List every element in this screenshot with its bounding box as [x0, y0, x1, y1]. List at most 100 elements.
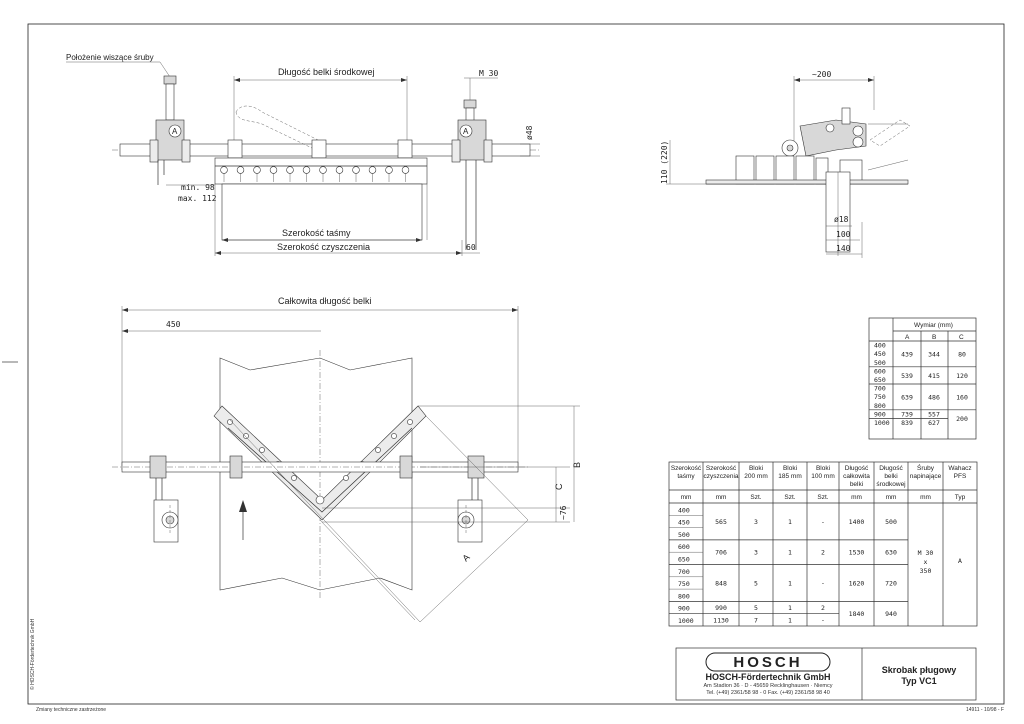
marker-a-right	[459, 124, 473, 138]
main-table-belt-width: 650	[678, 556, 690, 564]
side-view: ~200 110 (220) ø18 100	[660, 70, 911, 258]
approx200-label: ~200	[812, 70, 831, 79]
top-view: Położenie wiszące śruby A min. 98 max. 1…	[66, 53, 540, 256]
dim-table-width: 600	[874, 367, 886, 375]
dim-table-width: 650	[874, 376, 886, 384]
main-table-header: Długość	[845, 465, 869, 472]
main-table-b185: 1	[788, 579, 792, 587]
svg-text:A: A	[172, 127, 178, 136]
label-a: A	[460, 552, 471, 563]
main-table-cleaning: 565	[715, 518, 727, 526]
main-table-header: belki	[884, 473, 897, 480]
main-table-b185: 1	[788, 518, 792, 526]
plan-view: Całkowita długość belki 450	[112, 296, 582, 623]
dim76-label: ~76	[559, 505, 568, 520]
main-table-b100: -	[821, 579, 825, 587]
main-table-belt-width: 600	[678, 543, 690, 551]
dim-table-width: 1000	[874, 419, 890, 427]
main-table-unit: Typ	[955, 494, 966, 501]
dim-table-width: 750	[874, 393, 886, 401]
m30-label: M 30	[479, 69, 498, 78]
doc-number: 14911 - 10/98 - F	[966, 707, 1004, 713]
dim-table-width: 700	[874, 385, 886, 393]
main-table-header: 200 mm	[744, 473, 767, 480]
total-beam-length-label: Całkowita długość belki	[278, 296, 372, 306]
dim-table-header: Wymiar (mm)	[914, 322, 953, 329]
main-table-header: taśmy	[677, 473, 695, 480]
dim-table-b: 627	[928, 419, 940, 427]
main-table-screw: x	[924, 558, 928, 566]
main-table-unit: Szt.	[750, 494, 761, 501]
dim-table-c: 80	[958, 350, 966, 358]
title-block: HOSCH HOSCH-Fördertechnik GmbH Am Stadio…	[675, 647, 977, 701]
main-table-total: 1400	[849, 518, 865, 526]
main-table-belt-width: 450	[678, 519, 690, 527]
dim-table-width: 500	[874, 359, 886, 367]
hosch-logo	[705, 652, 831, 672]
blade-block	[236, 166, 245, 174]
min-label: min. 98	[181, 183, 215, 192]
main-table-b185: 1	[788, 616, 792, 624]
blade-bolt	[343, 475, 349, 481]
swing-arm-outline	[235, 105, 319, 151]
main-table-b100: 2	[821, 549, 825, 557]
dim-table-c: 200	[956, 415, 968, 423]
main-table-belt-width: 400	[678, 506, 690, 514]
company-name: HOSCH-Fördertechnik GmbH	[705, 672, 830, 682]
blade-blocks	[220, 166, 410, 182]
side-note: © HOSCH-Fördertechnik GmbH	[29, 618, 36, 690]
dim100-label: 100	[836, 230, 851, 239]
svg-text:A: A	[905, 334, 910, 341]
main-table-header: Długość	[879, 465, 903, 472]
main-table-b200: 7	[754, 616, 758, 624]
blade-block	[269, 166, 278, 174]
dim-table-a: 739	[901, 411, 913, 419]
dim-table-a: 439	[901, 350, 913, 358]
screw-position-label: Położenie wiszące śruby	[66, 53, 154, 62]
blade-bolt	[375, 447, 381, 453]
main-table-b200: 3	[754, 549, 758, 557]
blade-block	[286, 166, 294, 174]
main-table-belt-width: 800	[678, 592, 690, 600]
blade-bolt	[259, 447, 265, 453]
blade-block	[352, 166, 360, 174]
main-table-header: Szerokość	[671, 465, 702, 472]
main-table-b185: 1	[788, 549, 792, 557]
svg-text:A: A	[463, 127, 469, 136]
blade-bolt	[391, 433, 397, 439]
main-table-cleaning: 990	[715, 604, 727, 612]
main-table-screw: M 30	[918, 549, 934, 557]
main-table-cleaning: 1130	[713, 616, 729, 624]
dim60-label: 60	[466, 243, 476, 252]
blade-block	[385, 166, 393, 174]
main-table-header: Śruby	[917, 463, 935, 472]
main-table-belt-width: 500	[678, 531, 690, 539]
blade-bolt	[407, 419, 413, 425]
dim450-label: 450	[166, 320, 181, 329]
main-table-header: 185 mm	[778, 473, 801, 480]
dim-table-width: 900	[874, 410, 886, 418]
main-table-header: Wahacz	[948, 465, 971, 472]
dim-table-width: 800	[874, 402, 886, 410]
main-table-cleaning: 848	[715, 579, 727, 587]
svg-text:B: B	[932, 334, 936, 341]
main-table-unit: mm	[716, 494, 727, 501]
main-table-belt-width: 750	[678, 580, 690, 588]
main-table-screw: 350	[920, 567, 932, 575]
blade-block	[368, 166, 377, 174]
dim-table-a: 539	[901, 372, 913, 380]
main-table-header: belki	[850, 481, 863, 488]
dim-table-a: 839	[901, 419, 913, 427]
company-address: Am Stadion 36 · D - 45659 Recklinghausen…	[703, 683, 832, 689]
main-table-unit: Szt.	[817, 494, 828, 501]
changes-note: Zmiany techniczne zastrzeżone	[36, 707, 106, 713]
main-table-total: 1620	[849, 579, 865, 587]
main-table-belt-width: 900	[678, 605, 690, 613]
main-table-b200: 5	[754, 604, 758, 612]
main-table-total: 1530	[849, 549, 865, 557]
center-beam-length-label: Długość belki środkowej	[278, 67, 375, 77]
main-table-header: Bloki	[783, 465, 797, 472]
diameter48-label: ø48	[525, 125, 534, 140]
